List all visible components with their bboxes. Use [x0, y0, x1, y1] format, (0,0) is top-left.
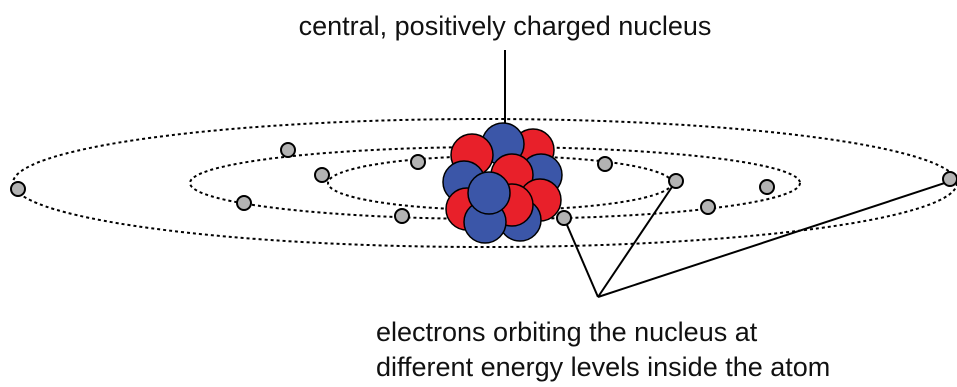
electrons-label-line2: different energy levels inside the atom	[376, 352, 830, 382]
neutron	[467, 171, 511, 215]
pointer-line	[563, 217, 599, 298]
electrons	[10, 142, 957, 226]
electron	[10, 181, 26, 197]
electron	[700, 199, 716, 215]
electron	[410, 154, 426, 170]
electron	[759, 179, 775, 195]
pointer-line	[597, 178, 957, 298]
electron	[942, 171, 957, 187]
electron	[668, 173, 684, 189]
electron	[314, 167, 330, 183]
electron	[597, 156, 613, 172]
electrons-label-line1: electrons orbiting the nucleus at	[376, 317, 758, 347]
electron-pointer-lines	[563, 178, 957, 298]
electron	[236, 195, 252, 211]
orbit-middle	[189, 146, 801, 220]
nucleus	[442, 122, 563, 244]
electron	[280, 142, 296, 158]
electron	[556, 210, 572, 226]
nucleus-label: central, positively charged nucleus	[299, 11, 712, 41]
pointer-line	[597, 180, 677, 298]
electron	[394, 208, 410, 224]
